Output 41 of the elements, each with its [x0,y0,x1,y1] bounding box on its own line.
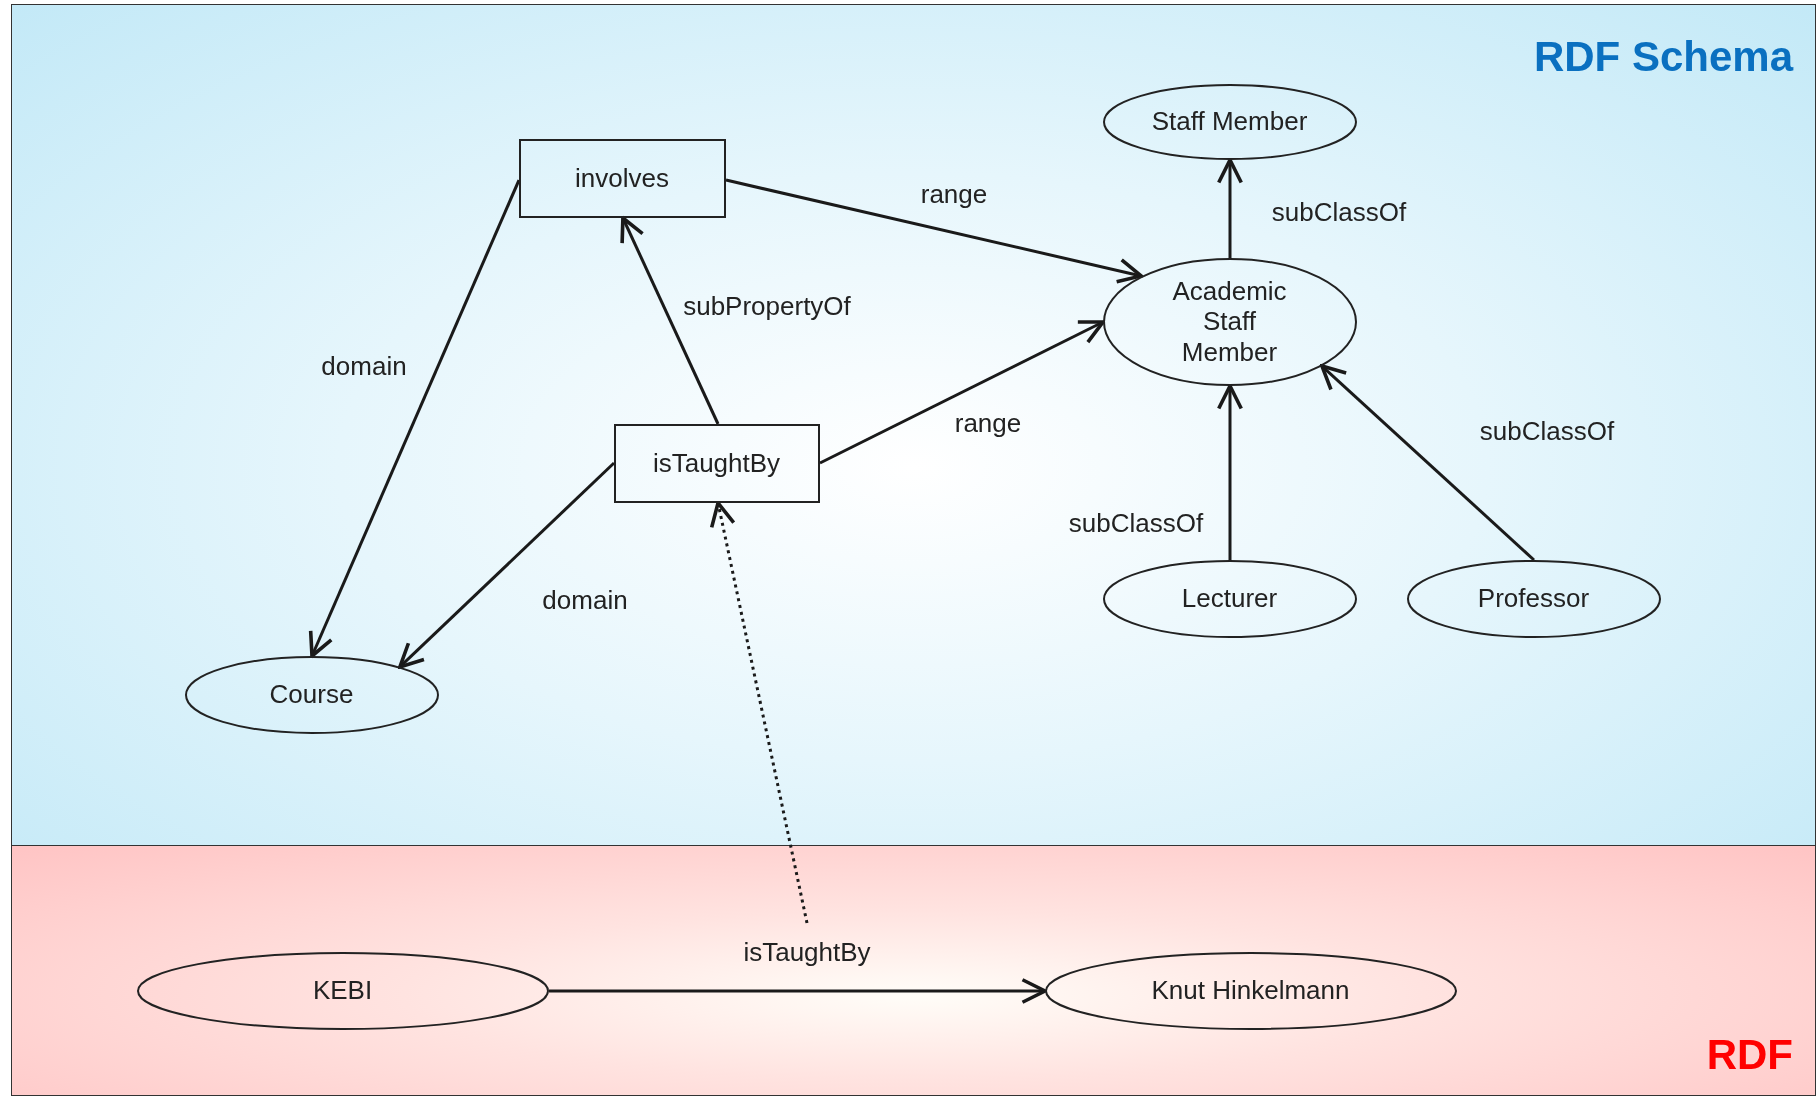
node-label: Academic Staff Member [1171,276,1288,367]
node-label: KEBI [312,975,373,1006]
panel-title: RDF Schema [1533,33,1793,81]
arrow [308,179,521,658]
arrow [398,461,616,669]
edge-label: domain [542,584,628,616]
dotted-arrow [709,501,809,924]
arrow [1216,384,1244,560]
arrow [1216,158,1244,258]
diagram-panel [11,4,1816,846]
edge-label: isTaughtBy [743,936,871,968]
arrow [620,216,720,425]
edge-label: domain [321,350,407,382]
arrow [1320,364,1535,562]
arrow [725,178,1143,284]
node-label: Staff Member [1151,106,1308,137]
node-label: Professor [1477,583,1590,614]
node-label: involves [575,162,669,194]
class-ellipse [1406,559,1661,638]
edge-label: range [954,407,1022,439]
arrow [819,320,1105,465]
arrow [549,977,1047,1005]
node-label: Knut Hinkelmann [1151,975,1350,1006]
edge-label: subClassOf [1068,507,1204,539]
panel-title: RDF [1706,1031,1793,1079]
node-label: Course [269,679,354,710]
edge-label: range [920,178,988,210]
property-box [613,423,820,503]
class-ellipse [1102,559,1357,638]
node-label: isTaughtBy [652,447,781,479]
edge-label: subPropertyOf [683,290,851,322]
edge-label: subClassOf [1271,196,1407,228]
edge-label: subClassOf [1479,415,1615,447]
node-label: Lecturer [1181,583,1278,614]
class-ellipse [1044,951,1457,1030]
class-ellipse [136,951,549,1030]
class-ellipse [184,655,439,734]
class-ellipse [1102,83,1357,160]
property-box [518,138,726,218]
diagram-panel [11,845,1816,1096]
class-ellipse [1102,257,1357,386]
